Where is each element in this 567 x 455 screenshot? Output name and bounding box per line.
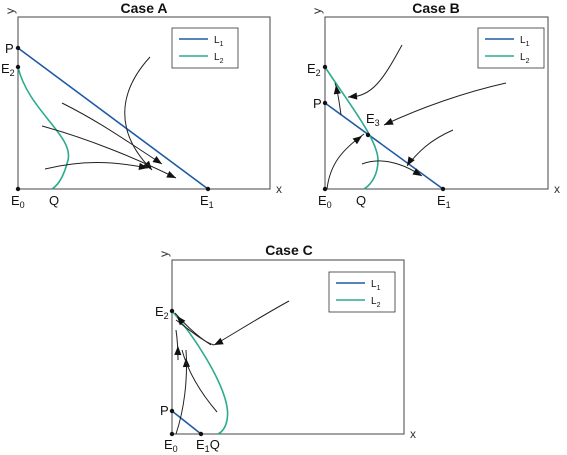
point-p — [322, 100, 328, 106]
x-axis-label: x — [276, 182, 282, 196]
panel-title: Case C — [265, 242, 312, 258]
legend-box — [328, 271, 396, 313]
curve-l1 — [324, 102, 444, 190]
legend-label-l2: L2 — [214, 52, 224, 65]
curve-l2 — [324, 66, 379, 190]
trajectory-3 — [41, 125, 177, 179]
point-p — [169, 408, 175, 414]
label-p: P — [160, 403, 169, 418]
legend-label-l2: L2 — [371, 296, 381, 309]
label-e0: E0 — [318, 193, 332, 210]
label-e1: E1 — [200, 193, 214, 210]
point-e2 — [15, 64, 21, 70]
trajectory-1 — [124, 56, 153, 171]
trajectory-5 — [181, 349, 218, 413]
y-axis-label: y — [157, 251, 171, 257]
label-e3: E3 — [366, 111, 380, 128]
trajectory-1-arrow — [214, 337, 224, 345]
x-axis-label: x — [554, 182, 560, 196]
trajectory-1-arrow — [143, 160, 152, 170]
point-e2 — [322, 64, 328, 70]
label-p: P — [313, 96, 322, 111]
legend-label-l1: L1 — [214, 35, 224, 48]
trajectory-1 — [347, 44, 403, 98]
trajectory-1-arrow — [348, 92, 358, 100]
label-q: Q — [356, 193, 366, 208]
point-e1 — [440, 186, 446, 192]
panel-title: Case B — [412, 0, 459, 16]
legend-box — [477, 27, 545, 69]
point-e2 — [169, 308, 175, 314]
legend-label-l1: L1 — [371, 279, 381, 292]
trajectory-3 — [175, 329, 179, 361]
plot-frame — [17, 16, 271, 190]
point-e3 — [365, 132, 371, 138]
label-p: P — [5, 41, 14, 56]
legend-box — [171, 27, 239, 69]
label-q: Q — [49, 193, 59, 208]
curve-l1 — [171, 410, 202, 435]
trajectory-2-arrow — [333, 85, 341, 95]
y-axis-label: y — [3, 8, 17, 14]
point-e0 — [322, 186, 328, 192]
trajectory-2 — [334, 82, 342, 116]
trajectory-6-arrow — [412, 168, 422, 176]
trajectory-3-arrow — [166, 170, 176, 178]
curve-l2 — [17, 66, 70, 190]
trajectory-3-arrow — [174, 346, 182, 356]
panel-title: Case A — [121, 0, 168, 16]
label-e1: E1 — [437, 193, 451, 210]
legend-label-l2: L2 — [520, 52, 530, 65]
point-p — [15, 45, 21, 51]
label-e0: E0 — [11, 193, 25, 210]
y-axis-label: y — [310, 8, 324, 14]
label-e2: E2 — [155, 304, 169, 321]
curve-l2 — [171, 310, 229, 435]
point-e0 — [15, 186, 21, 192]
trajectory-4-arrow — [138, 162, 148, 170]
trajectory-3 — [383, 82, 507, 126]
point-e0 — [169, 431, 175, 437]
trajectory-4-arrow — [352, 136, 362, 145]
curve-l1 — [17, 47, 209, 190]
trajectory-2 — [174, 312, 212, 346]
trajectory-3-arrow — [384, 118, 394, 125]
trajectory-4 — [44, 162, 149, 170]
label-e2: E2 — [307, 61, 321, 78]
label-e0: E0 — [164, 437, 178, 454]
trajectory-5-arrow — [407, 156, 415, 166]
label-e1-q: E1Q — [196, 437, 220, 454]
trajectory-2-arrow — [177, 316, 186, 326]
x-axis-label: x — [410, 427, 416, 441]
trajectory-2 — [61, 102, 163, 165]
point-e1 — [198, 431, 204, 437]
label-e2: E2 — [1, 61, 15, 78]
trajectory-4 — [326, 133, 365, 190]
point-e1 — [205, 186, 211, 192]
legend-label-l1: L1 — [520, 35, 530, 48]
trajectory-1 — [213, 300, 290, 346]
trajectory-2-arrow — [152, 156, 162, 164]
plot-frame — [171, 259, 405, 435]
